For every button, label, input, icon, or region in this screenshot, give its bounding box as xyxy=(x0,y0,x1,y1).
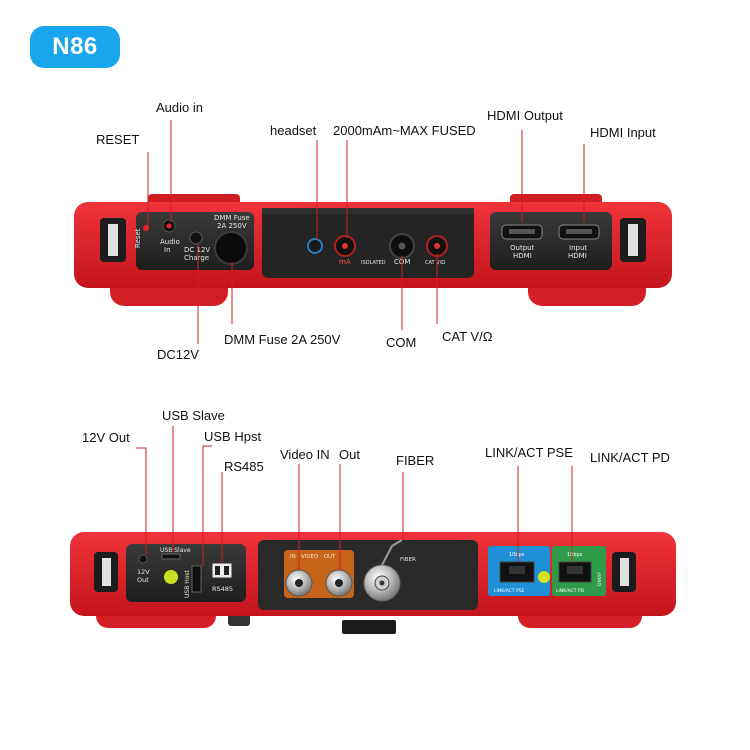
usb-indicator xyxy=(164,570,178,584)
print-audio-in-1: Audio xyxy=(160,238,180,246)
callout-12v-out: 12V Out xyxy=(82,430,130,445)
print-input-2: HDMI xyxy=(568,252,587,260)
meter-panel xyxy=(262,208,474,278)
print-pse-speed: 10bps xyxy=(509,552,525,558)
hdmi-panel xyxy=(490,212,612,270)
cat-terminal xyxy=(434,243,440,249)
callout-hdmi-output: HDMI Output xyxy=(487,108,563,123)
print-audio-in-2: In xyxy=(164,246,171,254)
callout-fiber: FIBER xyxy=(396,453,435,468)
print-pd-link: LINK/ACT PD xyxy=(556,588,585,594)
bottom-left-port-panel xyxy=(126,544,246,602)
callout-usb-host: USB Hpst xyxy=(204,429,262,444)
reset-button xyxy=(143,225,149,231)
callout-usb-slave: USB Slave xyxy=(162,408,225,423)
print-usb-slave: USB Slave xyxy=(160,547,191,554)
callout-hdmi-input: HDMI Input xyxy=(590,125,656,140)
print-dc-1: DC 12V xyxy=(184,246,210,254)
bottom-leader-lines xyxy=(136,426,573,570)
headset-jack xyxy=(307,238,323,254)
callout-cat: CAT V/Ω xyxy=(442,329,493,344)
print-12v-1: 12V xyxy=(137,568,150,576)
print-isolated: ISOLATED xyxy=(361,260,386,266)
bottom-stand xyxy=(342,620,396,634)
usb-host-port xyxy=(191,565,202,593)
callout-link-pd: LINK/ACT PD xyxy=(590,450,670,465)
print-fiber: FIBER xyxy=(400,557,416,563)
print-dmm-2: 2A 250V xyxy=(217,222,247,230)
print-output-1: Output xyxy=(510,244,535,252)
out-12v-jack xyxy=(138,554,148,564)
callout-video-in: Video IN xyxy=(280,447,330,462)
callout-audio-in: Audio in xyxy=(156,100,203,115)
print-ma: mA xyxy=(339,258,351,266)
print-usb-host: USB Host xyxy=(184,569,191,598)
print-reset: Reset xyxy=(134,228,142,248)
print-video: IN · VIDEO · OUT xyxy=(290,554,336,560)
callout-dc12v: DC12V xyxy=(157,347,199,362)
print-onvif: ONVIF xyxy=(597,572,603,586)
callout-reset: RESET xyxy=(96,132,140,147)
audio-in-jack xyxy=(166,223,172,229)
print-pd-speed: 10bps xyxy=(567,552,583,558)
print-output-2: HDMI xyxy=(513,252,532,260)
top-leader-lines xyxy=(147,120,585,344)
dmm-fuse-holder xyxy=(214,231,248,265)
model-badge: N86 xyxy=(30,26,120,68)
callout-rs485: RS485 xyxy=(224,459,264,474)
print-pse-link: LINK/ACT PSE xyxy=(494,588,525,594)
ma-terminal xyxy=(342,243,348,249)
callout-com: COM xyxy=(386,335,417,350)
usb-slave-port xyxy=(161,553,181,560)
print-rs485: RS485 xyxy=(212,585,233,593)
callout-out: Out xyxy=(339,447,360,462)
print-12v-2: Out xyxy=(137,576,149,584)
print-dmm-1: DMM Fuse xyxy=(214,214,250,222)
print-input-1: Input xyxy=(569,244,587,252)
link-indicator xyxy=(538,571,550,583)
callout-fused: 2000mAm~MAX FUSED xyxy=(333,123,476,138)
callout-dmm-fuse: DMM Fuse 2A 250V xyxy=(224,332,341,347)
print-dc-2: Charge xyxy=(184,254,209,262)
com-terminal xyxy=(398,242,406,250)
print-cat: CAT V/Ω xyxy=(425,260,445,266)
callout-headset: headset xyxy=(270,123,317,138)
dc12v-jack xyxy=(189,231,203,245)
callout-link-pse: LINK/ACT PSE xyxy=(485,445,573,460)
top-device xyxy=(74,194,672,306)
